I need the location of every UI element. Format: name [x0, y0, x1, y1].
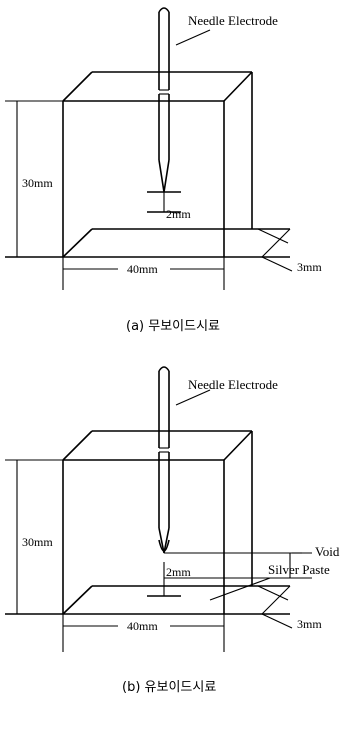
width-label-a: 40mm: [127, 262, 158, 276]
thickness-dimension-b: [257, 585, 293, 629]
width-dimension-b: [62, 614, 225, 652]
needle-electrode-a: [158, 7, 170, 193]
gap-label-b: 2mm: [166, 565, 191, 579]
height-label-b: 30mm: [22, 535, 53, 549]
void-cavity: [158, 539, 170, 552]
thickness-label-b: 3mm: [297, 617, 322, 631]
diagram-b: Needle Electrode Void Silver Paste 30mm …: [5, 366, 340, 695]
void-dimension: [164, 552, 312, 579]
gap-dimension-b: [147, 562, 181, 597]
paste-pointer: [209, 577, 271, 601]
diagram-a: Needle Electrode 30mm 2mm 3mm 40mm (a) 무…: [5, 7, 322, 334]
specimen-block-b: [5, 430, 291, 615]
height-dimension-b: [5, 459, 63, 614]
height-dimension-a: [5, 100, 63, 257]
needle-label-b: Needle Electrode: [188, 377, 278, 392]
needle-label-a: Needle Electrode: [188, 13, 278, 28]
specimen-block-a: [5, 71, 291, 258]
silver-paste-label: Silver Paste: [268, 562, 330, 577]
caption-a: (a) 무보이드시료: [126, 319, 220, 334]
caption-b: (b) 유보이드시료: [122, 680, 216, 695]
thickness-label-a: 3mm: [297, 260, 322, 274]
height-label-a: 30mm: [22, 176, 53, 190]
needle-pointer-a: [175, 29, 211, 46]
width-dimension-a: [62, 257, 225, 290]
void-label: Void: [315, 544, 340, 559]
width-label-b: 40mm: [127, 619, 158, 633]
gap-dimension-a: [147, 191, 181, 213]
thickness-dimension-a: [257, 228, 293, 272]
gap-label-a: 2mm: [166, 207, 191, 221]
needle-pointer-b: [175, 389, 211, 406]
